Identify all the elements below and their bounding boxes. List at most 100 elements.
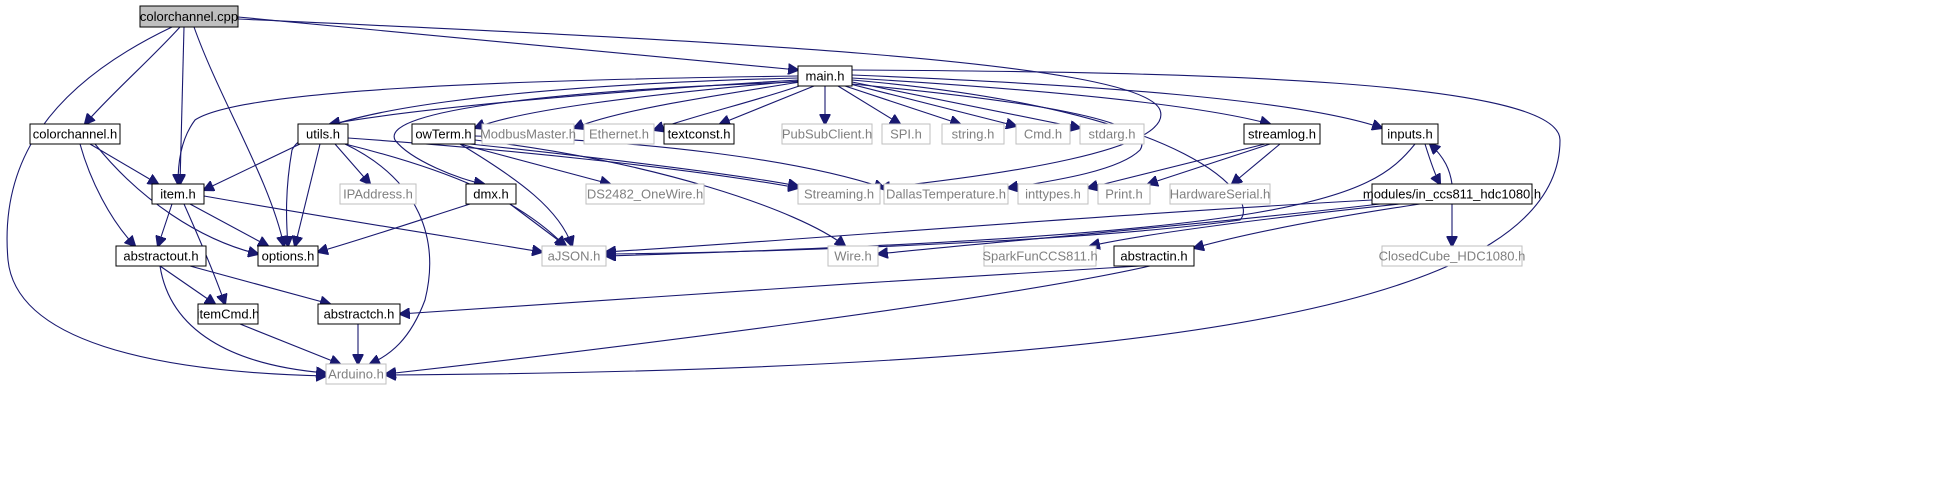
node-textconst-h[interactable]: textconst.h (663, 123, 735, 145)
node-box (197, 303, 259, 325)
node-hwserial-h: HardwareSerial.h (1169, 183, 1271, 205)
node-main-h[interactable]: main.h (797, 65, 853, 87)
node-abstractch-h[interactable]: abstractch.h (317, 303, 401, 325)
node-label: ClosedCube_HDC1080.h (1379, 248, 1526, 263)
node-box (941, 123, 1005, 145)
node-box (151, 183, 205, 205)
node-ipaddress-h: IPAddress.h (339, 183, 417, 205)
node-options-h[interactable]: options.h (257, 245, 319, 267)
edge-colorchannel_cpp-to-arduino_h (6, 26, 326, 376)
edge-main_h-to-textconst_h (720, 85, 815, 124)
edge-main_h-to-arduino_h (386, 69, 1561, 375)
edge-main_h-to-streamlog_h (851, 77, 1270, 124)
node-inputs-h[interactable]: inputs.h (1381, 123, 1439, 145)
edge-ccs811_h-to-wire_h (878, 203, 1381, 254)
node-label: SPI.h (890, 126, 922, 141)
node-item-h[interactable]: item.h (151, 183, 205, 205)
node-label: stdarg.h (1089, 126, 1136, 141)
node-label: Wire.h (834, 248, 872, 263)
edge-colorchannel_cpp-to-streaming_h (237, 18, 1162, 188)
node-colorchannel-cpp[interactable]: colorchannel.cpp (139, 5, 239, 28)
node-stdarg-h: stdarg.h (1079, 123, 1145, 145)
node-closedcube-h: ClosedCube_HDC1080.h (1379, 245, 1526, 267)
edge-abstractout_h-to-arduino_h (159, 265, 326, 373)
edge-inputs_h-to-ccs811_h (1424, 143, 1440, 184)
node-print-h: Print.h (1097, 183, 1151, 205)
edge-colorchannel_cpp-to-colorchannel_h (85, 26, 181, 124)
node-owterm-h[interactable]: owTerm.h (411, 123, 476, 145)
node-label: colorchannel.h (33, 126, 118, 141)
node-label: PubSubClient.h (782, 126, 872, 141)
node-label: IPAddress.h (343, 186, 413, 201)
node-itemcmd-h[interactable]: itemCmd.h (197, 303, 260, 325)
edge-streamlog_h-to-print_h (1148, 143, 1271, 184)
node-colorchannel-h[interactable]: colorchannel.h (29, 123, 121, 145)
node-label: inttypes.h (1025, 186, 1081, 201)
node-label: aJSON.h (548, 248, 601, 263)
node-label: inputs.h (1387, 126, 1433, 141)
edge-main_h-to-cmd_h (849, 83, 1016, 126)
node-dmx-h[interactable]: dmx.h (465, 183, 517, 205)
node-box (481, 123, 575, 145)
node-wire-h: Wire.h (827, 245, 879, 267)
node-box (1097, 183, 1151, 205)
edge-colorchannel_h-to-options_h (94, 143, 258, 254)
node-box (297, 123, 349, 145)
node-streamlog-h[interactable]: streamlog.h (1243, 123, 1321, 145)
edge-abstractin_h-to-arduino_h (386, 265, 1151, 374)
edge-ccs811_h-to-sparkfun_h (1090, 203, 1401, 246)
node-label: string.h (952, 126, 995, 141)
node-abstractout-h[interactable]: abstractout.h (115, 245, 207, 267)
node-box (1113, 245, 1195, 267)
edge-utils_h-to-ipaddress_h (334, 143, 370, 184)
node-label: owTerm.h (415, 126, 471, 141)
node-label: modules/in_ccs811_hdc1080.h (1363, 186, 1541, 201)
edge-dmx_h-to-ajson_h (509, 203, 566, 246)
node-cmd-h: Cmd.h (1015, 123, 1071, 145)
node-ethernet-h: Ethernet.h (583, 123, 655, 145)
node-box (257, 245, 319, 267)
edge-main_h-to-options_h (287, 77, 799, 246)
edge-item_h-to-itemcmd_h (183, 203, 225, 304)
edge-owterm_h-to-wire_h (474, 139, 845, 246)
node-sparkfun-h: SparkFunCCS811.h (982, 245, 1098, 267)
edge-main_h-to-ethernet_h (654, 83, 806, 130)
node-box (317, 303, 401, 325)
node-label: DallasTemperature.h (886, 186, 1006, 201)
node-box (541, 245, 607, 267)
node-ccs811-h[interactable]: modules/in_ccs811_hdc1080.h (1363, 183, 1541, 205)
node-box (1017, 183, 1089, 205)
node-pubsubclient-h: PubSubClient.h (781, 123, 873, 145)
edge-owterm_h-to-ds2482_h (459, 143, 610, 184)
node-label: textconst.h (668, 126, 731, 141)
edge-main_h-to-inputs_h (851, 74, 1382, 128)
node-inttypes-h: inttypes.h (1017, 183, 1089, 205)
node-utils-h[interactable]: utils.h (297, 123, 349, 145)
node-box (115, 245, 207, 267)
node-box (1169, 183, 1271, 205)
edge-main_h-to-utils_h (330, 79, 799, 124)
edge-ccs811_h-to-ajson_h (606, 199, 1373, 252)
node-label: main.h (805, 68, 844, 83)
node-box (1079, 123, 1145, 145)
node-label: abstractout.h (123, 248, 198, 263)
node-label: SparkFunCCS811.h (982, 248, 1097, 263)
node-label: Cmd.h (1024, 126, 1062, 141)
node-abstractin-h[interactable]: abstractin.h (1113, 245, 1195, 267)
node-ds2482-h: DS2482_OneWire.h (585, 183, 705, 205)
node-box (1381, 245, 1523, 267)
edge-colorchannel_h-to-abstractout_h (79, 143, 135, 246)
node-box (663, 123, 735, 145)
node-box (881, 123, 931, 145)
edge-utils_h-to-arduino_h (344, 143, 431, 364)
node-box (585, 183, 705, 205)
edge-owterm_h-to-streaming_h (469, 143, 798, 186)
node-label: abstractin.h (1120, 248, 1187, 263)
node-label: itemCmd.h (197, 306, 260, 321)
node-string-h: string.h (941, 123, 1005, 145)
edge-colorchannel_cpp-to-item_h (180, 26, 184, 184)
edge-abstractin_h-to-abstractch_h (400, 265, 1141, 314)
edge-main_h-to-spi_h (837, 85, 900, 124)
edge-item_h-to-abstractout_h (158, 203, 173, 246)
